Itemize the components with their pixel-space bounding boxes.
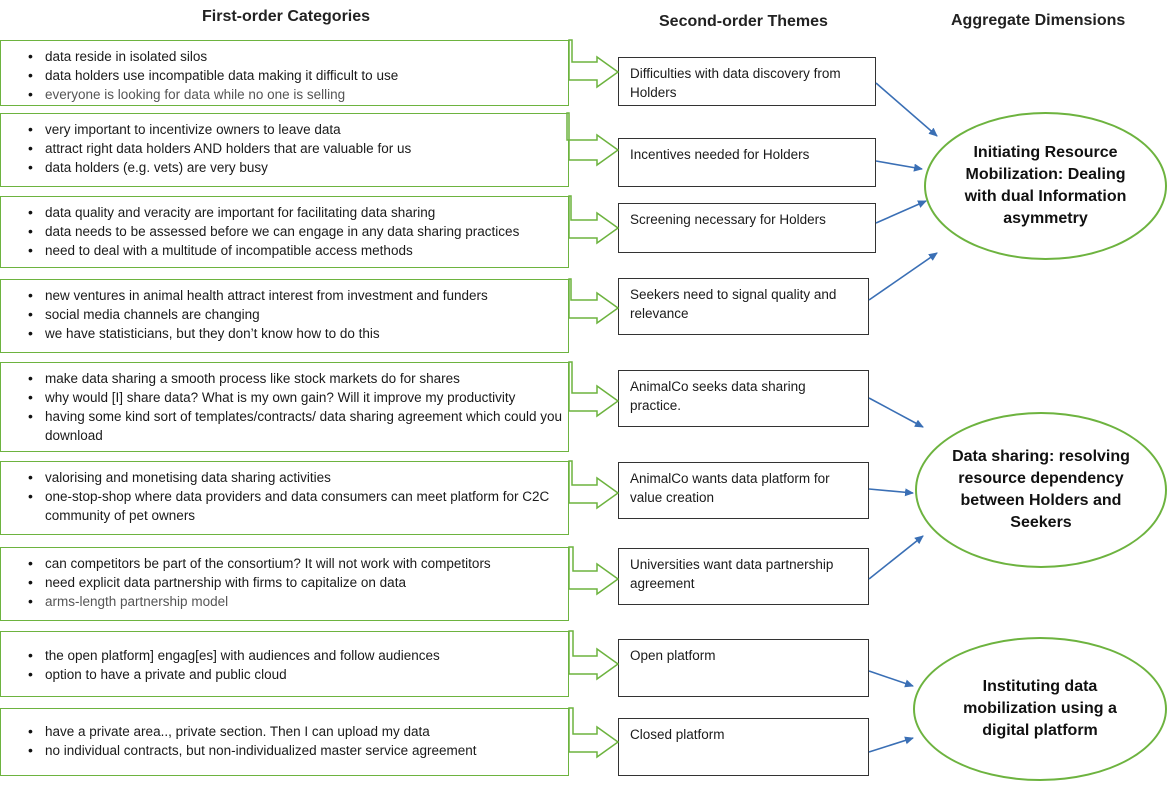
blue-arrow-4 xyxy=(868,252,938,301)
category-item: no individual contracts, but non-individ… xyxy=(28,741,568,760)
theme-box-3: Screening necessary for Holders xyxy=(618,203,876,253)
dimension-ellipse-3: Instituting data mobilization using a di… xyxy=(913,637,1167,781)
category-item: data needs to be assessed before we can … xyxy=(28,222,568,241)
category-item: the open platform] engag[es] with audien… xyxy=(28,646,568,665)
category-item: arms-length partnership model xyxy=(28,592,568,611)
dimension-ellipse-1: Initiating Resource Mobilization: Dealin… xyxy=(924,112,1167,260)
green-arrow-1 xyxy=(568,39,620,89)
dimension-label: Data sharing: resolving resource depende… xyxy=(952,448,1130,531)
theme-box-6: AnimalCo wants data platform for value c… xyxy=(618,462,869,519)
green-arrow-3 xyxy=(568,195,620,245)
category-item: attract right data holders AND holders t… xyxy=(28,139,568,158)
category-item: very important to incentivize owners to … xyxy=(28,120,568,139)
category-item: new ventures in animal health attract in… xyxy=(28,286,568,305)
category-box-1: data reside in isolated silos data holde… xyxy=(0,40,569,106)
blue-arrow-5 xyxy=(868,397,924,428)
blue-arrow-1 xyxy=(875,82,938,137)
category-box-4: new ventures in animal health attract in… xyxy=(0,279,569,353)
theme-box-7: Universities want data partnership agree… xyxy=(618,548,869,605)
category-item: one-stop-shop where data providers and d… xyxy=(28,487,568,525)
category-box-2: very important to incentivize owners to … xyxy=(0,113,569,187)
category-box-8: the open platform] engag[es] with audien… xyxy=(0,631,569,697)
header-first-order: First-order Categories xyxy=(202,8,371,25)
dimension-ellipse-2: Data sharing: resolving resource depende… xyxy=(915,412,1167,568)
category-box-9: have a private area.., private section. … xyxy=(0,708,569,776)
blue-arrow-7 xyxy=(868,535,924,580)
theme-box-9: Closed platform xyxy=(618,718,869,776)
green-arrow-6 xyxy=(568,460,620,510)
category-item: social media channels are changing xyxy=(28,305,568,324)
green-arrow-2 xyxy=(566,112,620,167)
category-item: have a private area.., private section. … xyxy=(28,722,568,741)
dimension-label: Instituting data mobilization using a di… xyxy=(963,678,1117,739)
category-item: data holders (e.g. vets) are very busy xyxy=(28,158,568,177)
theme-box-2: Incentives needed for Holders xyxy=(618,138,876,187)
blue-arrow-3 xyxy=(875,200,927,224)
category-item: need to deal with a multitude of incompa… xyxy=(28,241,568,260)
category-item: option to have a private and public clou… xyxy=(28,665,568,684)
header-second-order: Second-order Themes xyxy=(659,13,828,30)
theme-box-1: Difficulties with data discovery from Ho… xyxy=(618,57,876,106)
category-item: make data sharing a smooth process like … xyxy=(28,369,568,388)
category-item: can competitors be part of the consortiu… xyxy=(28,554,568,573)
category-item: data quality and veracity are important … xyxy=(28,203,568,222)
theme-box-4: Seekers need to signal quality and relev… xyxy=(618,278,869,335)
blue-arrow-8 xyxy=(868,670,914,688)
header-aggregate: Aggregate Dimensions xyxy=(951,12,1126,29)
blue-arrow-2 xyxy=(875,160,923,172)
theme-box-5: AnimalCo seeks data sharing practice. xyxy=(618,370,869,427)
category-item: need explicit data partnership with firm… xyxy=(28,573,568,592)
green-arrow-7 xyxy=(568,546,620,596)
category-item: having some kind sort of templates/contr… xyxy=(28,407,568,445)
category-box-7: can competitors be part of the consortiu… xyxy=(0,547,569,621)
category-item: we have statisticians, but they don’t kn… xyxy=(28,324,568,343)
blue-arrow-6 xyxy=(868,488,914,497)
category-item: data reside in isolated silos xyxy=(28,47,568,66)
green-arrow-5 xyxy=(568,361,620,418)
green-arrow-8 xyxy=(568,630,620,681)
green-arrow-9 xyxy=(568,707,620,759)
theme-box-8: Open platform xyxy=(618,639,869,697)
category-box-5: make data sharing a smooth process like … xyxy=(0,362,569,452)
category-item: data holders use incompatible data makin… xyxy=(28,66,568,85)
category-item: everyone is looking for data while no on… xyxy=(28,85,568,104)
category-item: why would [I] share data? What is my own… xyxy=(28,388,568,407)
category-box-6: valorising and monetising data sharing a… xyxy=(0,461,569,535)
category-item: valorising and monetising data sharing a… xyxy=(28,468,568,487)
blue-arrow-9 xyxy=(868,736,914,753)
dimension-label: Initiating Resource Mobilization: Dealin… xyxy=(964,144,1127,227)
category-box-3: data quality and veracity are important … xyxy=(0,196,569,268)
green-arrow-4 xyxy=(568,278,620,325)
